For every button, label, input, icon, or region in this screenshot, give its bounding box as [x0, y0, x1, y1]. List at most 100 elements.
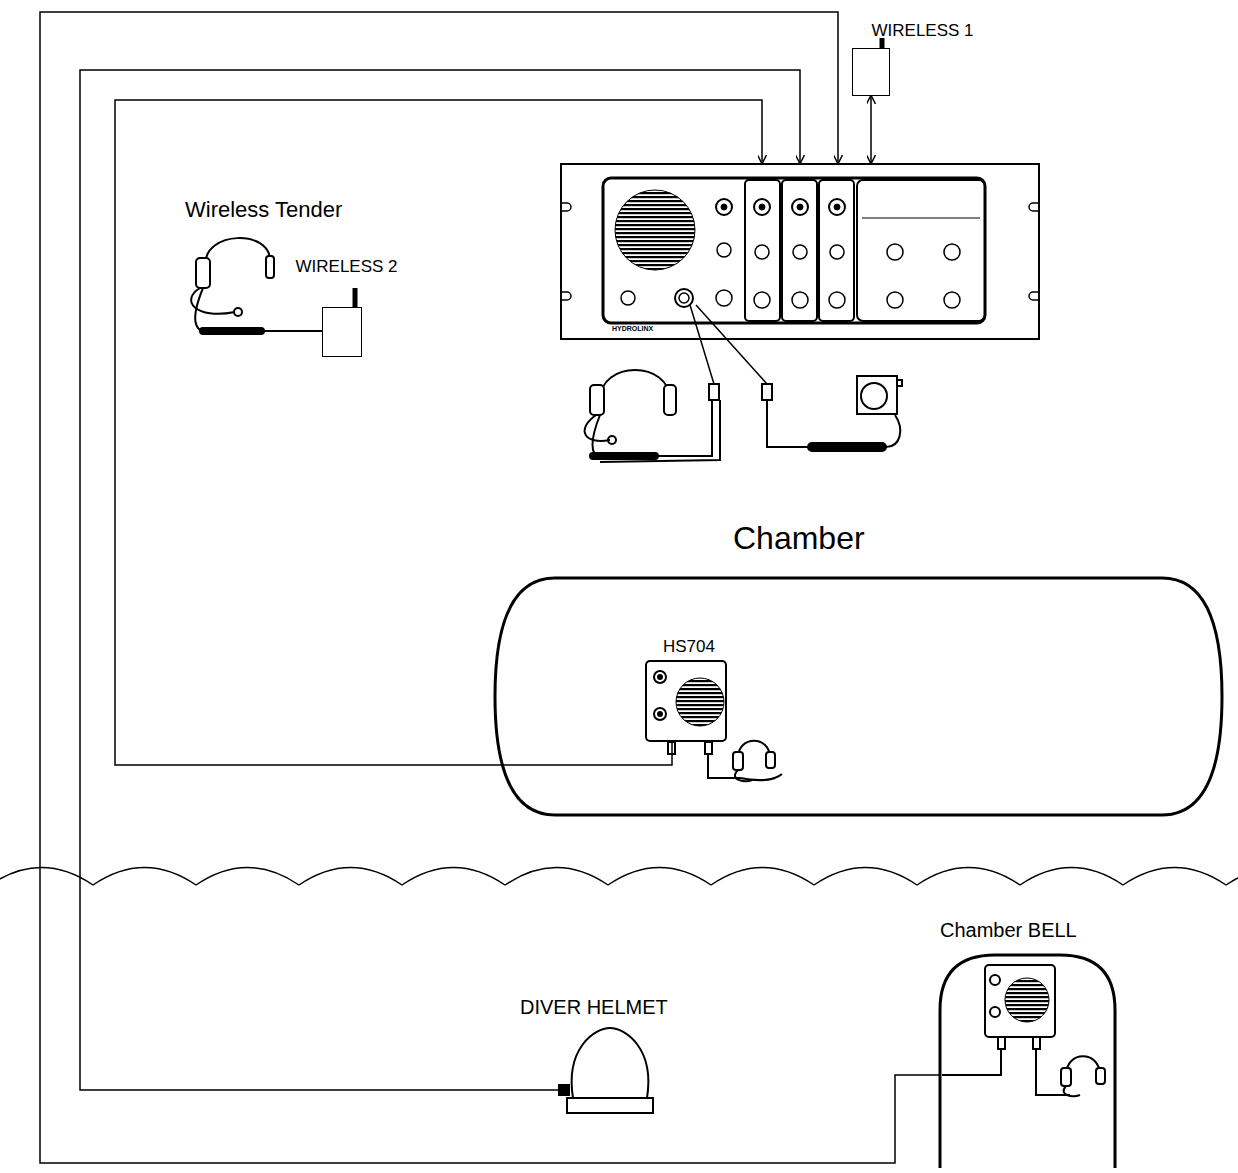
- node-label: WIRELESS 1: [872, 21, 908, 41]
- comms-panel-face-part: [716, 199, 732, 215]
- bell-station-details-part: [1064, 1086, 1080, 1096]
- diving-bell-outline: [940, 955, 1115, 1168]
- water-surface: [0, 868, 1238, 886]
- speaker-station: HS704: [645, 660, 727, 742]
- comms-cable: [40, 12, 940, 1163]
- microphone-part: [767, 400, 808, 447]
- wireless-headset-part: [196, 258, 210, 288]
- hs704-details-part: [654, 671, 666, 683]
- bell-station-details-part: [1033, 1037, 1040, 1049]
- node-label: WIRELESS 2: [296, 257, 334, 277]
- comms-panel-face-part: [675, 289, 693, 307]
- hs704-details-part: [705, 742, 712, 754]
- comms-panel: HYDROLINX: [560, 163, 1040, 340]
- hs704-details-part: [658, 675, 662, 679]
- bell-station-details: [942, 965, 1105, 1096]
- microphone-part: [857, 376, 897, 414]
- operator-headset-part: [590, 453, 658, 459]
- comms-panel-face-part: [944, 292, 960, 308]
- microphone-part: [808, 443, 886, 451]
- comms-panel-face-part: [792, 199, 808, 215]
- diver-helmet-shape: [565, 1028, 655, 1113]
- comms-panel-face-part: [759, 204, 765, 210]
- comms-panel-face-part: [603, 178, 985, 323]
- comms-panel-face-part: [834, 204, 840, 210]
- comms-panel-face-part: [792, 292, 808, 308]
- wireless-headset-part: [205, 238, 270, 265]
- bell-station-details-part: [990, 975, 1000, 985]
- hs704-details-part: [658, 712, 662, 716]
- diver-helmet: DIVER HELMET: [565, 1028, 655, 1113]
- comms-panel-face-part: [782, 180, 817, 321]
- hs704-details-part: [676, 678, 724, 726]
- wireless-unit: WIRELESS 2: [322, 307, 362, 357]
- diving-bell: Chamber BELL: [940, 955, 1115, 1168]
- node-label: HS704: [663, 637, 741, 657]
- wireless-headset-part: [234, 308, 242, 316]
- water-line: [0, 868, 1238, 886]
- operator-headset-part: [608, 436, 616, 444]
- node-label: DIVER HELMET: [520, 996, 610, 1019]
- bell-station-details-part: [1005, 978, 1049, 1022]
- comms-panel-face-part: [754, 199, 770, 215]
- wireless-headset-part: [195, 288, 205, 332]
- hs704-details-part: [654, 708, 666, 720]
- chamber-outline: ChamberHS704: [495, 578, 1222, 815]
- comms-cable: [870, 96, 872, 163]
- chamber-outline-outline: [495, 578, 1222, 815]
- wireless-headset-part: [264, 330, 322, 332]
- operator-headset-part: [590, 385, 604, 415]
- operator-headset-part: [709, 384, 719, 400]
- wireless-headset-part: [266, 256, 274, 278]
- operator-headset-part: [664, 385, 676, 415]
- comms-cable: [80, 70, 800, 1090]
- comms-panel-face-part: [944, 244, 960, 260]
- bell-station-details-part: [985, 965, 1055, 1037]
- comms-panel-face: [560, 178, 1040, 384]
- operator-headset-part: [600, 400, 720, 462]
- operator-headset-part: [585, 415, 610, 441]
- comms-panel-face-part: [755, 245, 769, 259]
- wireless-headset-part: [353, 288, 358, 307]
- wireless-unit: WIRELESS 1: [852, 48, 890, 96]
- node-label: Chamber BELL: [940, 919, 1115, 942]
- comms-panel-face-part: [887, 292, 903, 308]
- microphone-part: [897, 380, 902, 386]
- node-label: HYDROLINX: [612, 325, 1088, 333]
- hs704-details-part: [733, 752, 743, 770]
- microphone-part: [886, 415, 900, 447]
- comms-panel-face-part: [679, 293, 689, 303]
- operator-headset-part: [593, 415, 601, 458]
- node-label: Chamber: [733, 520, 1238, 557]
- comms-panel-face-part: [721, 204, 727, 210]
- comms-panel-face-part: [621, 291, 635, 305]
- hs704-details: [654, 671, 782, 781]
- hs704-details-part: [740, 774, 782, 780]
- bell-station-details-part: [1061, 1068, 1071, 1086]
- bell-station-details-part: [990, 1007, 1000, 1017]
- comms-cable: [115, 100, 762, 765]
- wireless-headset-part: [200, 328, 264, 334]
- microphone: [762, 376, 902, 451]
- bell-station-details-part: [998, 1037, 1005, 1049]
- comms-panel-face-part: [819, 180, 854, 321]
- chamber-outline-shape: [495, 578, 1222, 815]
- comms-panel-face-part: [754, 292, 770, 308]
- comms-panel-face-part: [797, 204, 803, 210]
- bell-station-details-part: [942, 1049, 1001, 1075]
- comms-panel-face-part: [717, 243, 731, 257]
- comms-panel-face-part: [793, 245, 807, 259]
- comms-panel-face-part: [862, 218, 980, 219]
- operator-headset: [585, 370, 720, 462]
- microphone-part: [861, 383, 887, 409]
- wireless-headset: [191, 238, 355, 334]
- caption-label: Wireless Tender: [185, 197, 342, 223]
- comms-panel-face-part: [829, 199, 845, 215]
- comms-panel-face-part: [830, 245, 844, 259]
- hs704-details-part: [766, 752, 775, 768]
- operator-headset-part: [600, 370, 670, 400]
- comms-panel-face-part: [716, 290, 732, 306]
